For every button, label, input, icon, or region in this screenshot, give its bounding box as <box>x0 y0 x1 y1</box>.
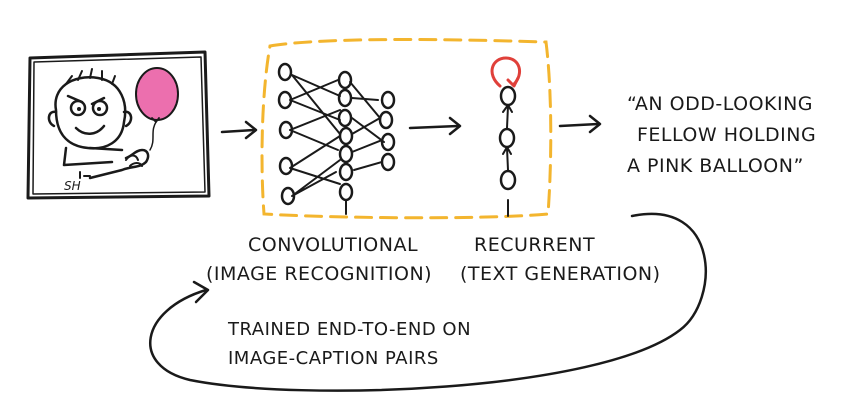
odd-looking-face <box>47 68 133 167</box>
cnn-node <box>338 162 354 182</box>
rnn-node <box>498 127 516 149</box>
convolutional-network <box>277 62 396 215</box>
end-to-end-loop-arrow <box>149 212 707 392</box>
cnn-node <box>378 110 394 130</box>
convolutional-label: CONVOLUTIONAL <box>248 234 418 256</box>
recurrent-network <box>490 56 522 217</box>
cnn-node <box>337 88 353 108</box>
network-labels: CONVOLUTIONAL (IMAGE RECOGNITION) RECURR… <box>206 234 661 285</box>
cnn-node <box>338 126 354 146</box>
cnn-connections <box>289 74 385 215</box>
cnn-node <box>380 152 396 172</box>
training-note-line-2: IMAGE-CAPTION PAIRS <box>228 348 439 369</box>
cnn-nodes <box>277 62 396 206</box>
cnn-node <box>337 70 353 90</box>
recurrent-loop-arrow <box>490 56 522 88</box>
output-caption-line-3: A PINK BALLOON” <box>627 155 804 177</box>
hand-sketch <box>79 148 150 180</box>
cnn-node <box>337 108 353 128</box>
rnn-node <box>499 169 517 191</box>
cnn-node <box>280 186 296 206</box>
signature: SH <box>64 179 81 193</box>
cnn-node <box>278 120 294 140</box>
arrow-rnn-to-caption <box>558 114 602 134</box>
recurrent-sublabel: (TEXT GENERATION) <box>460 263 661 285</box>
training-note-line-1: TRAINED END-TO-END ON <box>227 319 471 340</box>
output-caption-line-2: FELLOW HOLDING <box>637 124 816 146</box>
rnn-node <box>499 85 517 107</box>
cnn-node <box>338 182 354 202</box>
arrow-cnn-to-rnn <box>408 116 462 136</box>
output-caption-line-1: “AN ODD-LOOKING <box>627 93 813 115</box>
input-picture: SH <box>26 50 211 200</box>
cnn-node <box>338 144 354 164</box>
output-caption: “AN ODD-LOOKING FELLOW HOLDING A PINK BA… <box>627 93 816 177</box>
pink-balloon <box>135 67 179 151</box>
model-dashed-frame <box>260 38 553 220</box>
cnn-node <box>380 90 396 110</box>
cnn-node <box>278 156 294 176</box>
convolutional-sublabel: (IMAGE RECOGNITION) <box>206 263 432 285</box>
training-note: TRAINED END-TO-END ON IMAGE-CAPTION PAIR… <box>227 319 471 369</box>
recurrent-label: RECURRENT <box>474 234 595 256</box>
cnn-node <box>277 90 293 110</box>
arrow-input-to-cnn <box>220 120 258 140</box>
cnn-node <box>380 132 396 152</box>
cnn-node <box>277 62 293 82</box>
